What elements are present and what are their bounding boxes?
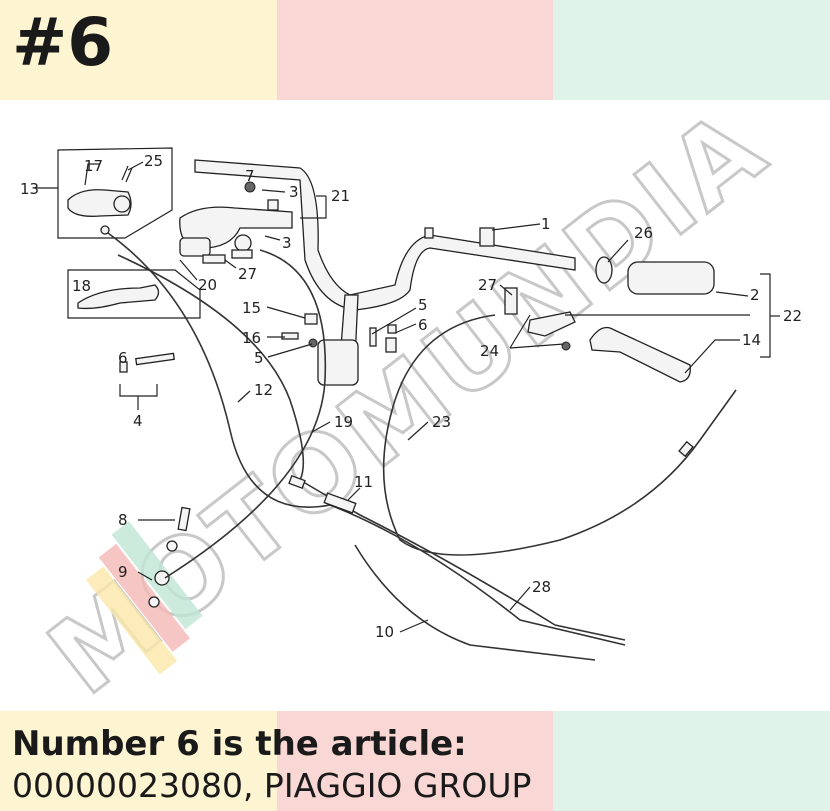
label-25: 25 (144, 152, 163, 170)
brake-pump (179, 181, 293, 264)
label-5a: 5 (418, 296, 428, 314)
band-pink (276, 0, 554, 100)
label-11: 11 (354, 473, 373, 491)
label-3b: 3 (282, 234, 292, 252)
label-28: 28 (532, 578, 551, 596)
right-controls (504, 256, 715, 383)
cables (107, 232, 737, 661)
label-22: 22 (783, 307, 802, 325)
label-18: 18 (72, 277, 91, 295)
label-6a: 6 (418, 316, 428, 334)
band-yellow (0, 0, 277, 100)
label-27a: 27 (238, 265, 257, 283)
small-parts (119, 313, 397, 608)
label-2: 2 (750, 286, 760, 304)
label-7: 7 (245, 167, 255, 185)
label-8: 8 (118, 511, 128, 529)
part-box-18 (67, 269, 201, 319)
steering-stem (317, 294, 359, 386)
label-23: 23 (432, 413, 451, 431)
label-24: 24 (480, 342, 499, 360)
label-3a: 3 (289, 183, 299, 201)
footer-color-band (0, 711, 830, 811)
band-mint (553, 711, 830, 811)
label-27b: 27 (478, 276, 497, 294)
band-pink (276, 711, 554, 811)
label-14: 14 (742, 331, 761, 349)
leader-lines (35, 161, 780, 633)
label-16: 16 (242, 329, 261, 347)
label-17: 17 (84, 157, 103, 175)
caption-article-code: 00000023080, PIAGGIO GROUP (12, 766, 532, 805)
label-4: 4 (133, 412, 143, 430)
label-10: 10 (375, 623, 394, 641)
header-color-band (0, 0, 830, 100)
label-1: 1 (541, 215, 551, 233)
label-6b: 6 (118, 349, 128, 367)
label-15: 15 (242, 299, 261, 317)
article-caption: Number 6 is the article: 00000023080, PI… (12, 722, 531, 806)
label-12: 12 (254, 381, 273, 399)
label-26: 26 (634, 224, 653, 242)
label-21: 21 (331, 187, 350, 205)
item-number-badge: #6 (12, 4, 114, 81)
band-yellow (0, 711, 277, 811)
exploded-parts-diagram: MOTOMUNDIA (20, 100, 802, 711)
label-9: 9 (118, 563, 128, 581)
caption-headline: Number 6 is the article: (12, 724, 467, 764)
label-5b: 5 (254, 349, 264, 367)
label-19: 19 (334, 413, 353, 431)
label-20: 20 (198, 276, 217, 294)
label-13: 13 (20, 180, 39, 198)
part-box-13 (57, 147, 173, 239)
band-mint (553, 0, 830, 100)
part-number-labels: 13 17 25 7 3 21 3 20 27 18 1 26 27 2 22 … (20, 152, 802, 641)
